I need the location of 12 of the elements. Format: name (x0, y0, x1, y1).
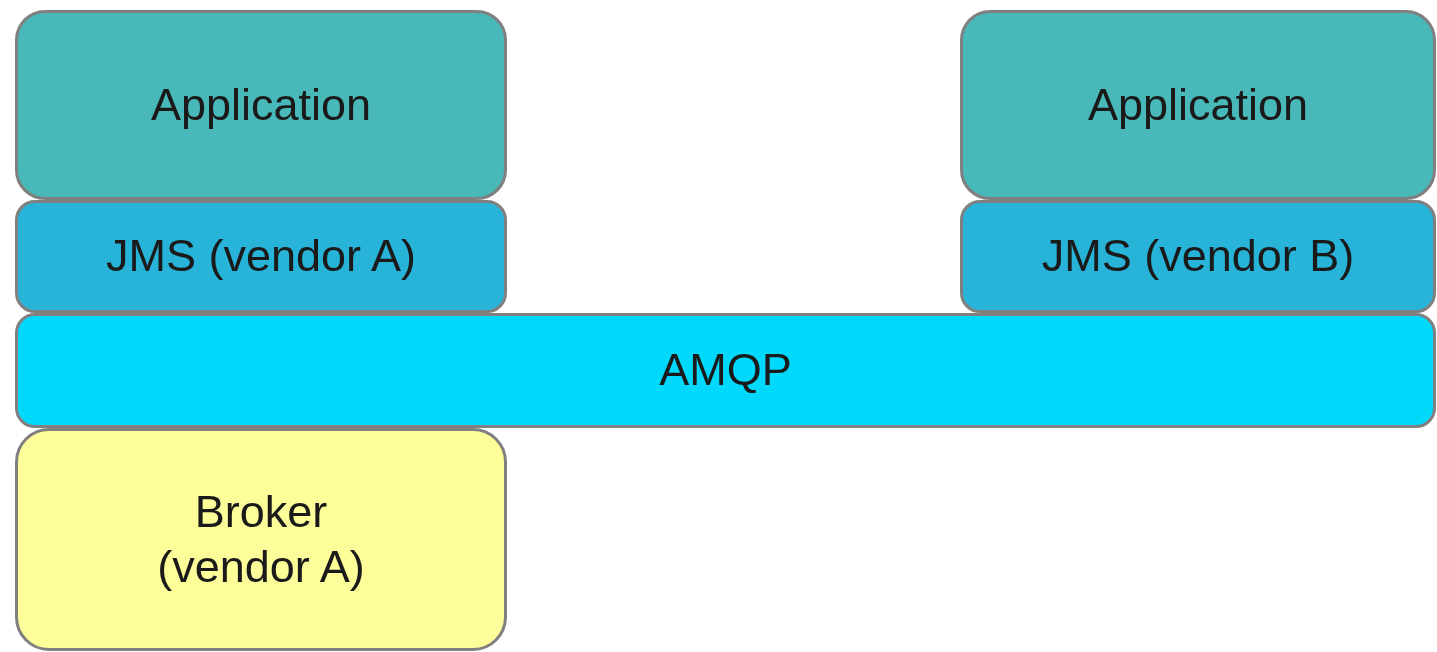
node-label: Application (150, 77, 372, 132)
broker-box (15, 428, 507, 651)
application-box (960, 10, 1436, 200)
node-label: JMS (vendor A) (105, 229, 417, 284)
jms-layer-box (15, 200, 507, 313)
jms-layer-box (960, 200, 1436, 313)
node-label: Application (1087, 77, 1309, 132)
node-label: AMQP (659, 343, 792, 398)
node-label: JMS (vendor B) (1041, 229, 1355, 284)
amqp-layer-bar (15, 313, 1436, 428)
node-label: Broker (vendor A) (156, 484, 366, 594)
application-box (15, 10, 507, 200)
